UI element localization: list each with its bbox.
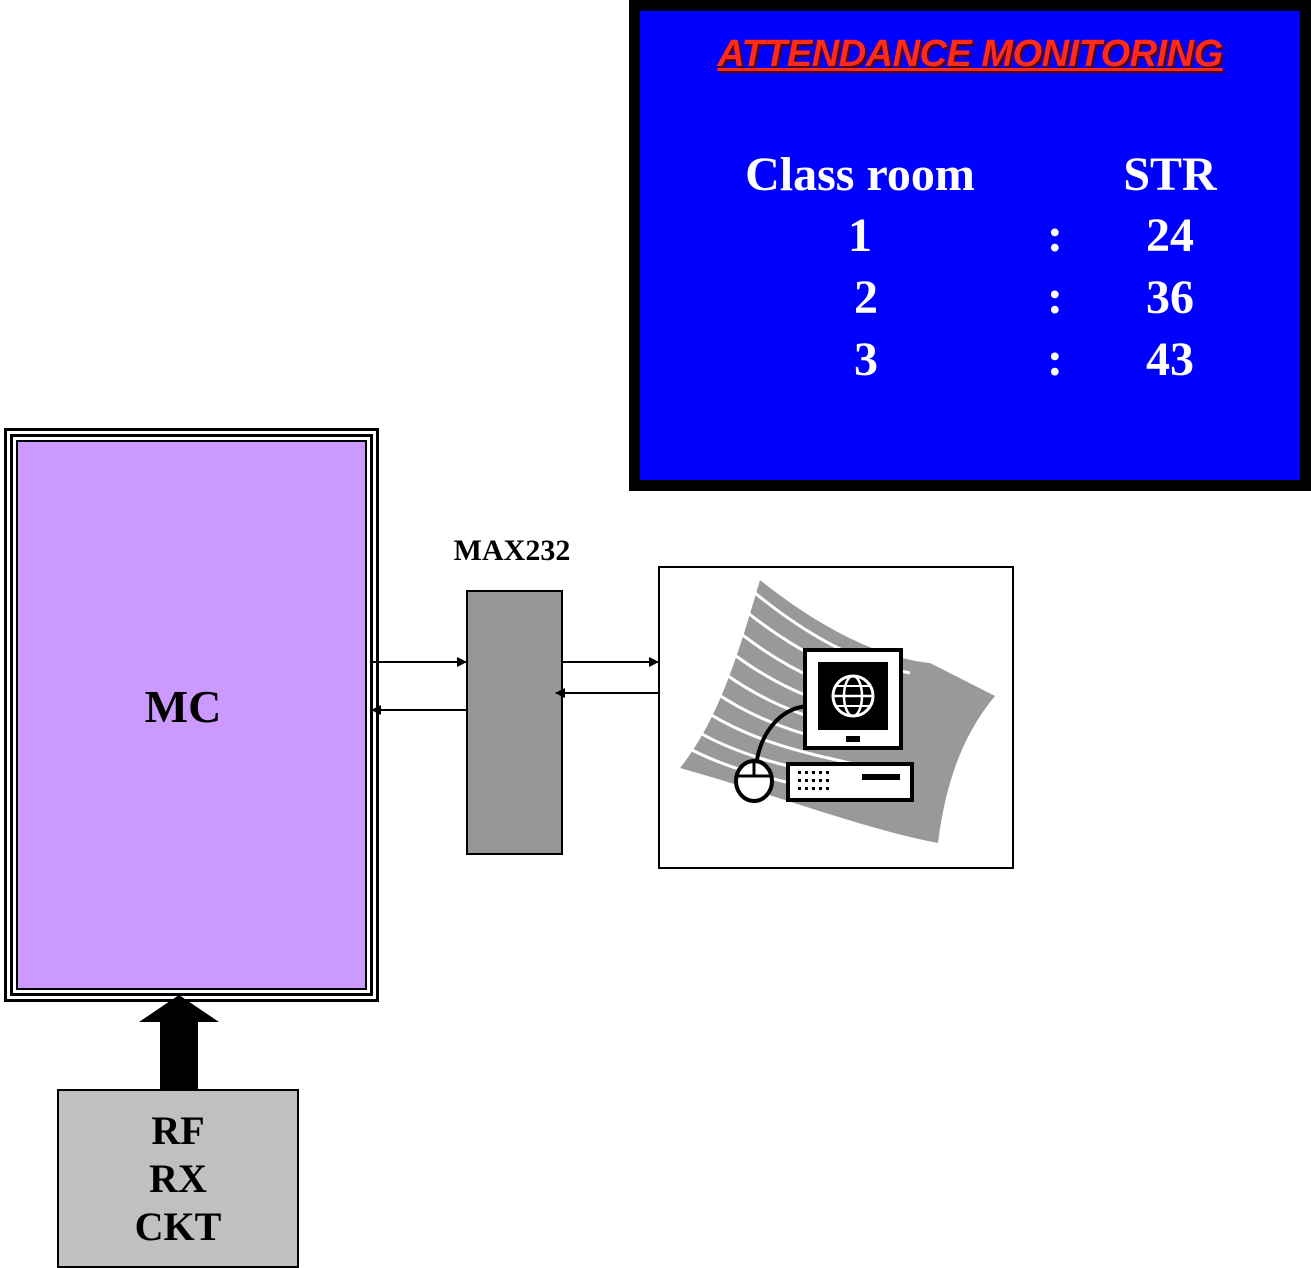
header-str: STR bbox=[1123, 148, 1217, 201]
attendance-display: ATTENDANCE MONITORING Class room STR 1 :… bbox=[629, 0, 1311, 491]
max232-label: MAX232 bbox=[453, 534, 571, 567]
rf-receiver-block: RF RX CKT bbox=[57, 1089, 299, 1268]
row-2-room: 2 bbox=[854, 271, 878, 324]
row-1-str: 24 bbox=[1146, 209, 1194, 262]
mc-frame: MC bbox=[10, 434, 373, 996]
row-3-str: 43 bbox=[1146, 333, 1194, 386]
rf-to-mc-arrow bbox=[139, 995, 219, 1089]
pc-block bbox=[658, 566, 1014, 869]
row-2-str: 36 bbox=[1146, 271, 1194, 324]
row-3-sep: : bbox=[1047, 333, 1063, 386]
mc-block: MC bbox=[4, 428, 379, 1002]
row-1-sep: : bbox=[1047, 209, 1063, 262]
mc-label: MC bbox=[144, 681, 222, 732]
display-title: ATTENDANCE MONITORING bbox=[717, 33, 1223, 75]
header-class-room: Class room bbox=[745, 148, 975, 201]
row-3-room: 3 bbox=[854, 333, 878, 386]
computer-icon bbox=[680, 580, 995, 843]
rf-line-1: RF bbox=[151, 1108, 205, 1153]
row-2-sep: : bbox=[1047, 271, 1063, 324]
row-1-room: 1 bbox=[848, 209, 872, 262]
max232-block bbox=[466, 590, 563, 855]
rf-line-3: CKT bbox=[134, 1204, 222, 1249]
rf-line-2: RX bbox=[149, 1156, 207, 1201]
mc-body: MC bbox=[16, 440, 367, 990]
